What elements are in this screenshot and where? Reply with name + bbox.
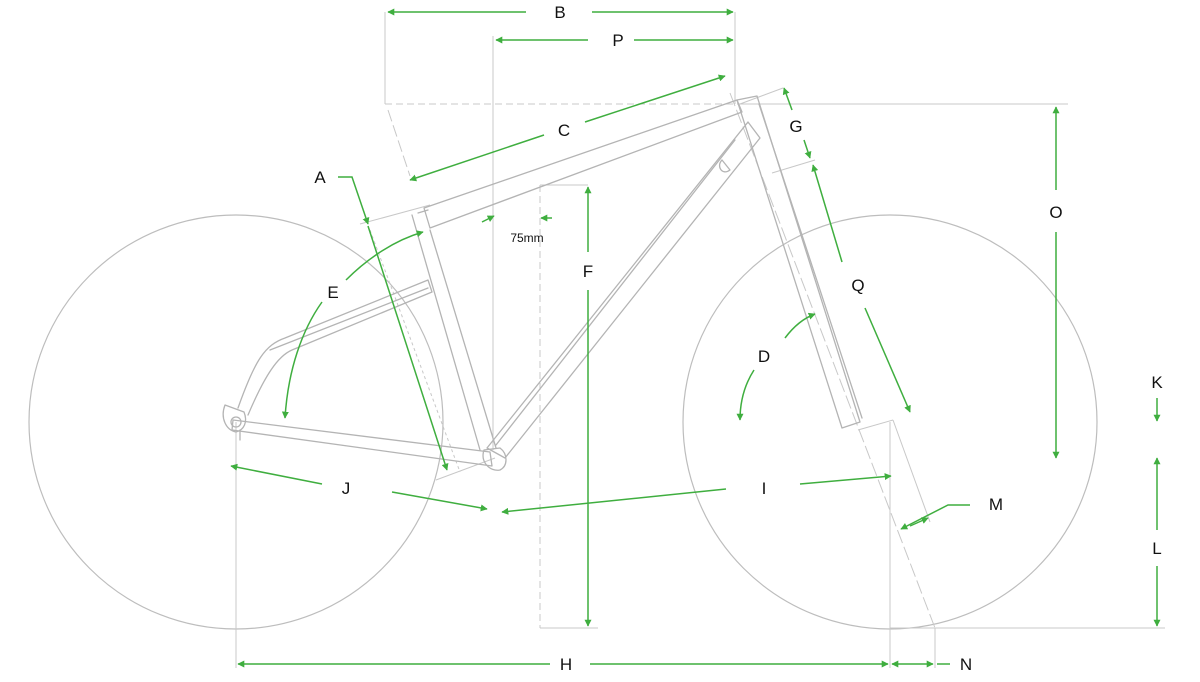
seat-stay xyxy=(237,279,433,416)
label-n: N xyxy=(960,655,972,674)
dimension-c-lower xyxy=(409,134,545,182)
dimension-j-left xyxy=(230,463,323,485)
label-l: L xyxy=(1152,539,1161,558)
dimension-e-upper xyxy=(345,230,424,281)
top-tube xyxy=(423,99,743,229)
dimension-i-left xyxy=(501,488,727,515)
chain-stay xyxy=(231,419,493,467)
label-k: K xyxy=(1151,373,1163,392)
dimension-g-upper xyxy=(782,87,793,111)
label-j: J xyxy=(342,479,351,498)
rear-axle xyxy=(230,416,242,428)
label-c: C xyxy=(558,121,570,140)
label-q: Q xyxy=(851,276,864,295)
label-i: I xyxy=(762,479,767,498)
wheels xyxy=(28,214,1098,630)
dimension-i-right xyxy=(799,473,892,485)
label-d: D xyxy=(758,347,770,366)
dimension-g-lower xyxy=(803,139,812,159)
dimension-j-right xyxy=(391,491,488,512)
label-e: E xyxy=(327,283,338,302)
bike-frame xyxy=(222,95,863,471)
dimension-m-arrow xyxy=(900,504,970,530)
label-f: F xyxy=(583,262,593,281)
dimension-lines xyxy=(230,8,1161,668)
label-h: H xyxy=(560,655,572,674)
head-tube xyxy=(736,95,861,429)
bottom-bracket xyxy=(482,447,507,471)
label-a: A xyxy=(314,168,326,187)
label-g: G xyxy=(789,117,802,136)
guide-lines xyxy=(235,12,1165,668)
dimension-a-lower xyxy=(367,225,449,471)
dimension-c-upper xyxy=(584,74,726,123)
down-tube xyxy=(486,121,761,459)
dimension-75mm-left xyxy=(481,215,495,223)
label-m: M xyxy=(989,495,1003,514)
dimension-a-upper xyxy=(338,176,370,225)
label-75mm: 75mm xyxy=(510,231,543,245)
dimension-q-upper xyxy=(811,164,843,263)
dimension-d-upper xyxy=(784,312,816,339)
dimension-e-lower xyxy=(281,301,323,419)
label-o: O xyxy=(1049,203,1062,222)
dimension-q-lower xyxy=(864,307,911,413)
dimension-m-tail xyxy=(909,517,929,527)
dimension-labels: B P C A E 75mm F G Q D O K L I J M H N xyxy=(314,3,1163,674)
label-p: P xyxy=(612,31,623,50)
dimension-d-lower xyxy=(736,369,755,421)
rear-dropout xyxy=(222,404,247,433)
label-b: B xyxy=(554,3,565,22)
